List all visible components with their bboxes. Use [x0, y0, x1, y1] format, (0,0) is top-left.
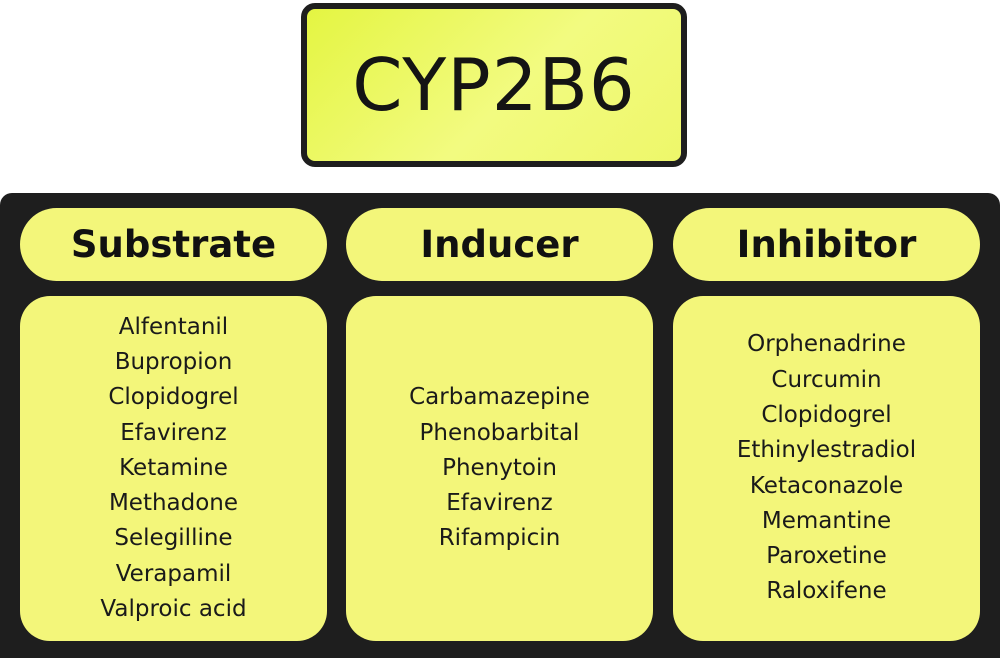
header-substrate: Substrate: [20, 208, 327, 281]
list-item: Efavirenz: [446, 490, 553, 517]
list-item: Methadone: [108, 490, 239, 517]
header-inducer: Inducer: [346, 208, 653, 281]
diagram-title: CYP2B6: [352, 43, 636, 127]
list-item: Clopidogrel: [761, 401, 892, 428]
list-inhibitor: Orphenadrine Curcumin Clopidogrel Ethiny…: [673, 296, 980, 641]
title-box: CYP2B6: [301, 3, 687, 167]
list-item: Orphenadrine: [747, 331, 906, 358]
list-item: Efavirenz: [120, 419, 227, 446]
list-item: Alfentanil: [118, 313, 229, 340]
list-item: Curcumin: [771, 366, 882, 393]
list-item: Phenobarbital: [419, 419, 580, 446]
list-item: Phenytoin: [442, 454, 557, 481]
list-item: Paroxetine: [766, 543, 887, 570]
list-item: Memantine: [761, 507, 892, 534]
list-substrate: Alfentanil Bupropion Clopidogrel Efavire…: [20, 296, 327, 641]
list-item: Valproic acid: [100, 596, 247, 623]
list-item: Rifampicin: [438, 525, 561, 552]
list-item: Clopidogrel: [108, 384, 239, 411]
header-inhibitor: Inhibitor: [673, 208, 980, 281]
list-item: Ketaconazole: [749, 472, 904, 499]
list-item: Bupropion: [114, 348, 233, 375]
list-item: Raloxifene: [766, 578, 887, 605]
classification-panel: Substrate Alfentanil Bupropion Clopidogr…: [0, 193, 1000, 658]
list-item: Ketamine: [119, 454, 228, 481]
list-item: Selegilline: [114, 525, 233, 552]
list-item: Carbamazepine: [409, 384, 590, 411]
list-item: Verapamil: [115, 560, 232, 587]
list-inducer: Carbamazepine Phenobarbital Phenytoin Ef…: [346, 296, 653, 641]
list-item: Ethinylestradiol: [736, 437, 917, 464]
